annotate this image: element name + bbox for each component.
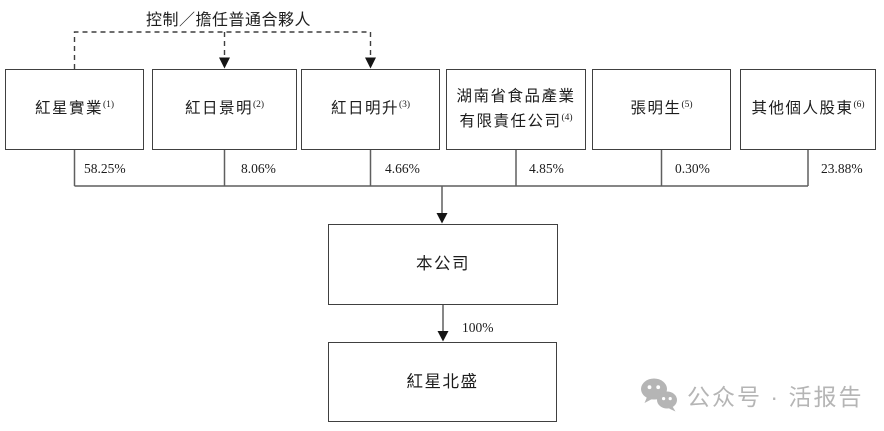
shareholder-name: 紅日明升 — [330, 100, 399, 118]
shareholder-label: 張明生(5) — [630, 97, 692, 122]
shareholder-box-2: 紅日景明(2) — [152, 69, 297, 150]
shareholder-name: 其他個人股東 — [751, 100, 854, 118]
shareholder-box-5: 張明生(5) — [592, 69, 731, 150]
ownership-percent-5: 0.30% — [675, 161, 710, 176]
subsidiary-ownership-percent: 100% — [462, 320, 494, 335]
shareholder-label: 紅日景明(2) — [185, 97, 264, 122]
arrowhead-into-subsidiary — [437, 331, 449, 342]
control-dashed-line — [73, 31, 371, 69]
footnote-marker: (2) — [252, 99, 265, 110]
footnote-marker: (1) — [102, 99, 115, 110]
control-label: 控制／擔任普通合夥人 — [146, 12, 312, 29]
ownership-percent-4: 4.85% — [529, 161, 564, 176]
watermark: 公众号 · 活报告 — [640, 378, 863, 412]
shareholder-box-4: 湖南省食品產業有限責任公司(4) — [446, 69, 586, 150]
subsidiary-box: 紅星北盛 — [328, 342, 557, 422]
watermark-text: 公众号 · 活报告 — [687, 384, 864, 410]
shareholder-box-6: 其他個人股東(6) — [740, 69, 876, 150]
ownership-percent-2: 8.06% — [241, 161, 276, 176]
shareholder-label: 紅星實業(1) — [35, 97, 114, 122]
subsidiary-name: 紅星北盛 — [406, 371, 479, 391]
ownership-percent-1: 58.25% — [84, 161, 126, 176]
footnote-marker: (6) — [853, 99, 865, 110]
shareholder-box-1: 紅星實業(1) — [5, 69, 144, 150]
arrowhead-into-box3 — [365, 57, 376, 69]
wechat-icon — [641, 378, 677, 412]
ownership-percent-3: 4.66% — [385, 161, 420, 176]
ownership-percent-6: 23.88% — [821, 161, 863, 176]
shareholder-label: 湖南省食品產業有限責任公司(4) — [456, 85, 576, 135]
shareholder-name: 湖南省食品產業有限責任公司 — [456, 87, 576, 130]
shareholder-label: 其他個人股東(6) — [751, 97, 864, 122]
footnote-marker: (5) — [681, 99, 693, 110]
shareholder-label: 紅日明升(3) — [331, 97, 410, 122]
arrowhead-into-company — [436, 213, 448, 224]
shareholder-name: 紅日景明 — [184, 100, 253, 118]
footnote-marker: (3) — [398, 99, 411, 110]
arrowhead-into-box2 — [219, 57, 230, 69]
company-name: 本公司 — [416, 254, 470, 274]
footnote-marker: (4) — [561, 112, 573, 123]
company-box: 本公司 — [328, 224, 558, 305]
shareholder-box-3: 紅日明升(3) — [301, 69, 440, 150]
shareholder-name: 紅星實業 — [34, 100, 103, 118]
shareholder-name: 張明生 — [630, 100, 682, 118]
